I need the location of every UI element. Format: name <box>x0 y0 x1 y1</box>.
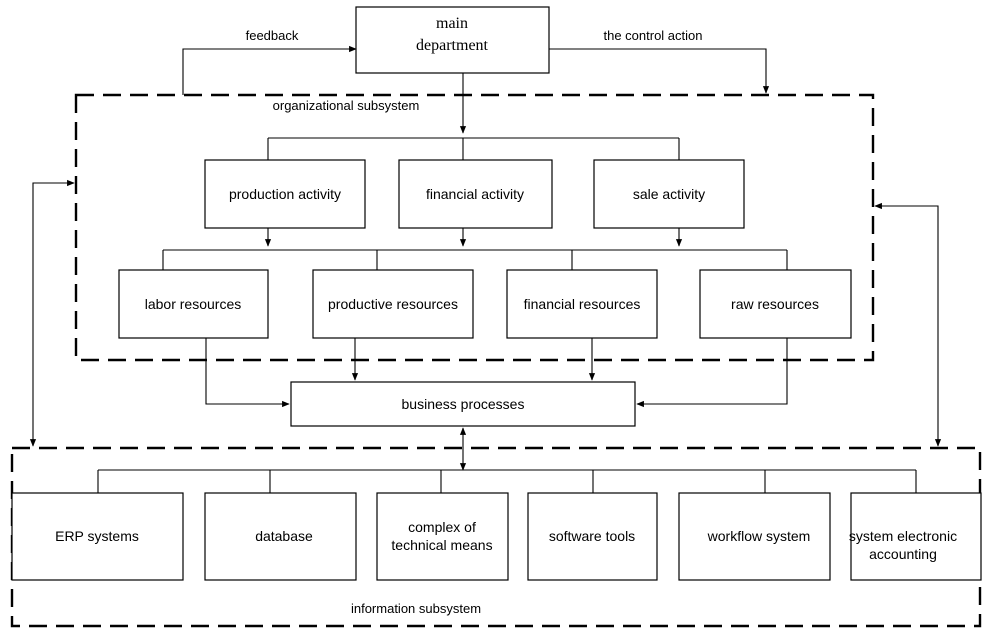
labor-to-bp-arrow <box>205 338 290 408</box>
system-label-erp: ERP systems <box>55 528 139 544</box>
system-label-technical-means-line1: complex of <box>408 519 476 535</box>
system-label-technical-means-line2: technical means <box>391 537 492 553</box>
activity-box-financial <box>398 159 553 229</box>
resource-box-financial <box>506 269 658 339</box>
business-processes-label: business processes <box>402 396 525 412</box>
resource-box-productive <box>312 269 474 339</box>
resource-label-financial: financial resources <box>524 296 641 312</box>
main-department-box <box>355 6 550 74</box>
organizational-subsystem-label: organizational subsystem <box>273 98 420 113</box>
activity-bus <box>267 137 680 160</box>
system-box-software-tools <box>527 492 658 581</box>
system-label-electronic-accounting-line1: system electronic <box>849 528 957 544</box>
main-department-label-line2: department <box>416 37 489 54</box>
system-label-workflow: workflow system <box>707 528 811 544</box>
activity-label-sale: sale activity <box>633 186 705 202</box>
system-label-database: database <box>255 528 313 544</box>
main-department-label-line1: main <box>436 15 468 32</box>
business-processes-box <box>290 381 636 427</box>
activity-label-production: production activity <box>229 186 341 202</box>
resource-label-labor: labor resources <box>145 296 242 312</box>
system-box-erp <box>11 492 184 581</box>
system-box-workflow <box>678 492 831 581</box>
resource-label-productive: productive resources <box>328 296 458 312</box>
information-subsystem-label: information subsystem <box>351 601 481 616</box>
raw-to-bp-arrow <box>636 338 788 408</box>
feedback-label: feedback <box>246 28 299 43</box>
resource-label-raw: raw resources <box>731 296 819 312</box>
activity-box-sale <box>593 159 745 229</box>
resource-box-labor <box>118 269 269 339</box>
information-bus <box>97 469 917 493</box>
system-label-software-tools: software tools <box>549 528 635 544</box>
control-action-label: the control action <box>603 28 702 43</box>
organizational-subsystem-boundary <box>74 93 875 362</box>
activity-box-production <box>204 159 366 229</box>
system-box-electronic-accounting <box>850 492 982 581</box>
right-subsystem-link <box>874 202 942 447</box>
activity-label-financial: financial activity <box>426 186 524 202</box>
system-box-database <box>204 492 357 581</box>
system-label-electronic-accounting-line2: accounting <box>869 546 937 562</box>
resource-bus <box>162 249 788 270</box>
system-box-technical-means <box>376 492 509 581</box>
resource-box-raw <box>699 269 852 339</box>
feedback-arrow <box>182 45 357 95</box>
left-subsystem-link <box>29 179 75 447</box>
control-action-arrow <box>549 48 770 94</box>
